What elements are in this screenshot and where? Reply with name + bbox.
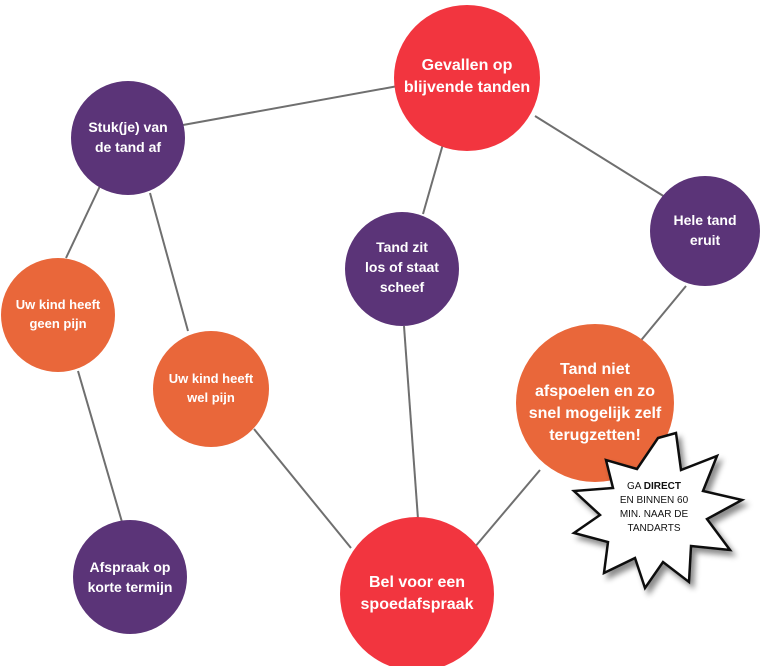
callout-line-3: MIN. NAAR DE — [620, 509, 689, 520]
edge-stukje-wel-pijn — [149, 192, 189, 332]
node-geen-pijn-circle — [1, 258, 115, 372]
callout-line-4: TANDARTS — [628, 523, 681, 534]
node-wel-pijn: Uw kind heeft wel pijn — [153, 331, 269, 447]
node-geen-pijn: Uw kind heeft geen pijn — [1, 258, 115, 372]
node-hele-tand-circle — [650, 176, 760, 286]
node-wel-pijn-line-2: wel pijn — [186, 390, 235, 405]
node-hele-tand-line-1: Hele tand — [673, 212, 736, 228]
node-afspoelen: Tand niet afspoelen en zo snel mogelijk … — [516, 324, 674, 482]
node-afspraak: Afspraak op korte termijn — [73, 520, 187, 634]
node-stukje-circle — [71, 81, 185, 195]
node-los: Tand zit los of staat scheef — [345, 212, 459, 326]
edge-geen-pijn-afspraak — [77, 370, 123, 523]
node-afspoelen-line-1: Tand niet — [560, 361, 631, 378]
edge-afspoelen-bel — [473, 469, 541, 549]
edge-gevallen-los — [422, 143, 444, 215]
node-afspoelen-line-2: afspoelen en zo — [535, 383, 655, 400]
callout-line-1: GA DIRECT — [627, 481, 681, 492]
node-wel-pijn-circle — [153, 331, 269, 447]
node-bel: Bel voor een spoedafspraak — [340, 517, 494, 666]
node-afspoelen-line-4: terugzetten! — [549, 427, 641, 444]
node-afspraak-line-2: korte termijn — [88, 579, 173, 595]
urgent-callout: GA DIRECT EN BINNEN 60 MIN. NAAR DE TAND… — [571, 431, 746, 591]
node-stukje: Stuk(je) van de tand af — [71, 81, 185, 195]
node-hele-tand: Hele tand eruit — [650, 176, 760, 286]
node-bel-line-1: Bel voor een — [369, 574, 465, 591]
node-bel-line-2: spoedafspraak — [361, 596, 474, 613]
node-gevallen-line-1: Gevallen op — [422, 57, 513, 74]
edge-stukje-gevallen — [182, 85, 399, 126]
edge-wel-pijn-bel — [253, 428, 352, 549]
node-gevallen: Gevallen op blijvende tanden — [394, 5, 540, 151]
node-los-line-3: scheef — [380, 279, 425, 295]
node-stukje-line-2: de tand af — [95, 139, 161, 155]
node-wel-pijn-line-1: Uw kind heeft — [169, 371, 254, 386]
callout-line-2: EN BINNEN 60 — [620, 495, 689, 506]
node-afspraak-circle — [73, 520, 187, 634]
node-gevallen-circle — [394, 5, 540, 151]
edge-hele-tand-afspoelen — [637, 285, 687, 345]
node-afspoelen-circle — [516, 324, 674, 482]
node-geen-pijn-line-1: Uw kind heeft — [16, 297, 101, 312]
callout-emphasis: DIRECT — [644, 481, 681, 492]
connectors — [65, 85, 687, 549]
node-los-circle — [345, 212, 459, 326]
node-bel-circle — [340, 517, 494, 666]
edge-stukje-geen-pijn — [65, 185, 101, 259]
node-gevallen-line-2: blijvende tanden — [404, 79, 530, 96]
node-afspraak-line-1: Afspraak op — [90, 559, 171, 575]
node-los-line-2: los of staat — [365, 259, 439, 275]
edge-los-bel — [403, 325, 419, 520]
starburst-shape — [571, 431, 746, 591]
node-afspoelen-line-3: snel mogelijk zelf — [529, 405, 662, 422]
callout-go-prefix: GA — [627, 481, 644, 492]
node-hele-tand-line-2: eruit — [690, 232, 721, 248]
edge-gevallen-hele-tand — [534, 115, 666, 198]
node-stukje-line-1: Stuk(je) van — [88, 119, 167, 135]
node-geen-pijn-line-2: geen pijn — [29, 316, 86, 331]
node-los-line-1: Tand zit — [376, 239, 428, 255]
